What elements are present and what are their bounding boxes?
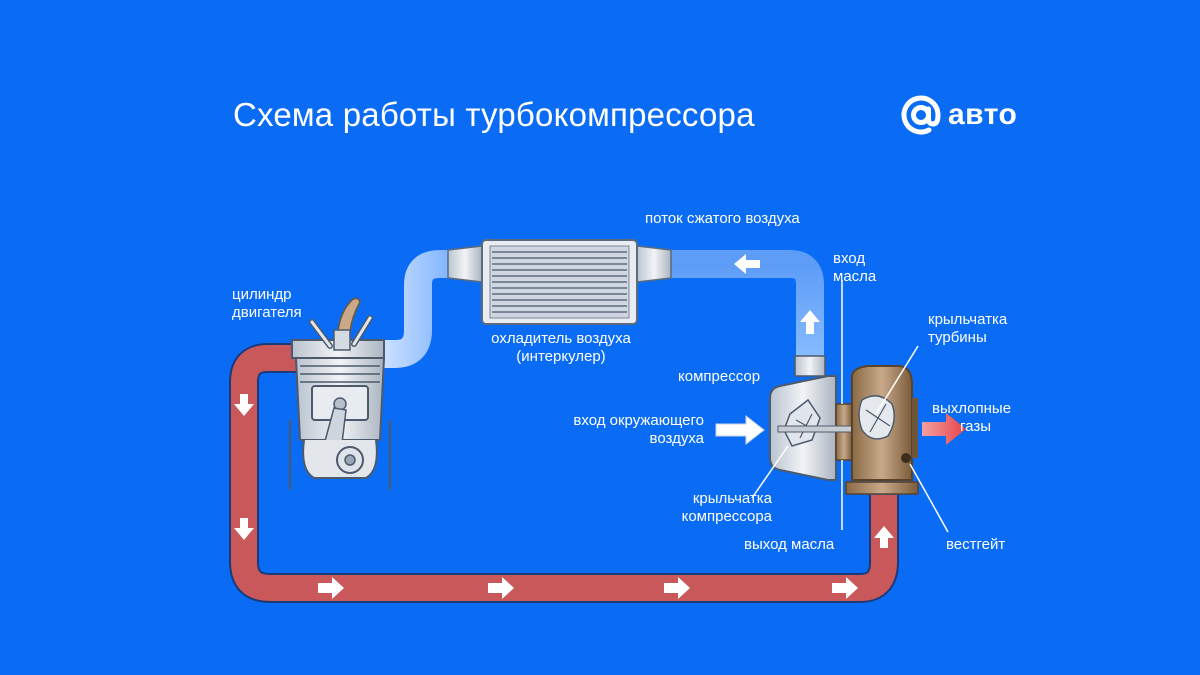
exhaust-arrow-up: [874, 526, 894, 548]
air-arrow-left: [734, 254, 760, 274]
exhaust-arrow-down-2: [234, 518, 254, 540]
label-oil-in: вход масла: [833, 250, 877, 285]
leader-lines: [751, 345, 949, 533]
exhaust-arrow-down-1: [234, 394, 254, 416]
label-wastegate: вестгейт: [946, 536, 1006, 553]
turbocharger: [769, 280, 919, 530]
label-ambient-air: вход окружающего воздуха: [573, 412, 704, 447]
label-compressor-wheel: крыльчатка компрессора: [681, 490, 772, 525]
label-oil-out: выход масла: [744, 536, 835, 553]
exhaust-arrow-right-2: [488, 577, 514, 599]
page-title: Схема работы турбокомпрессора: [233, 96, 755, 133]
compressed-air-pipe: [370, 250, 824, 370]
label-exhaust: выхлопные газы: [932, 400, 1012, 435]
exhaust-arrow-right-4: [832, 577, 858, 599]
exhaust-outlet-arrow: [922, 413, 966, 445]
label-compressor: компрессор: [678, 368, 761, 385]
exhaust-flow-arrows: [234, 394, 894, 599]
label-turbine-wheel: крыльчатка турбины: [928, 311, 1008, 346]
brand-logo: авто: [900, 94, 1017, 136]
air-arrow-up: [800, 310, 820, 334]
label-intercooler: охладитель воздуха (интеркулер): [491, 330, 631, 365]
label-cylinder: цилиндр двигателя: [232, 286, 302, 321]
ambient-air-arrow: [715, 414, 765, 446]
engine-cylinder: [289, 297, 391, 490]
exhaust-pipe: [229, 343, 899, 603]
exhaust-arrow-right-1: [318, 577, 344, 599]
intercooler: [447, 239, 672, 325]
label-compressed-flow: поток сжатого воздуха: [645, 210, 800, 227]
logo-text: авто: [948, 98, 1018, 131]
exhaust-arrow-right-3: [664, 577, 690, 599]
at-sign-icon: [901, 95, 941, 135]
air-flow-arrows: [734, 254, 820, 334]
